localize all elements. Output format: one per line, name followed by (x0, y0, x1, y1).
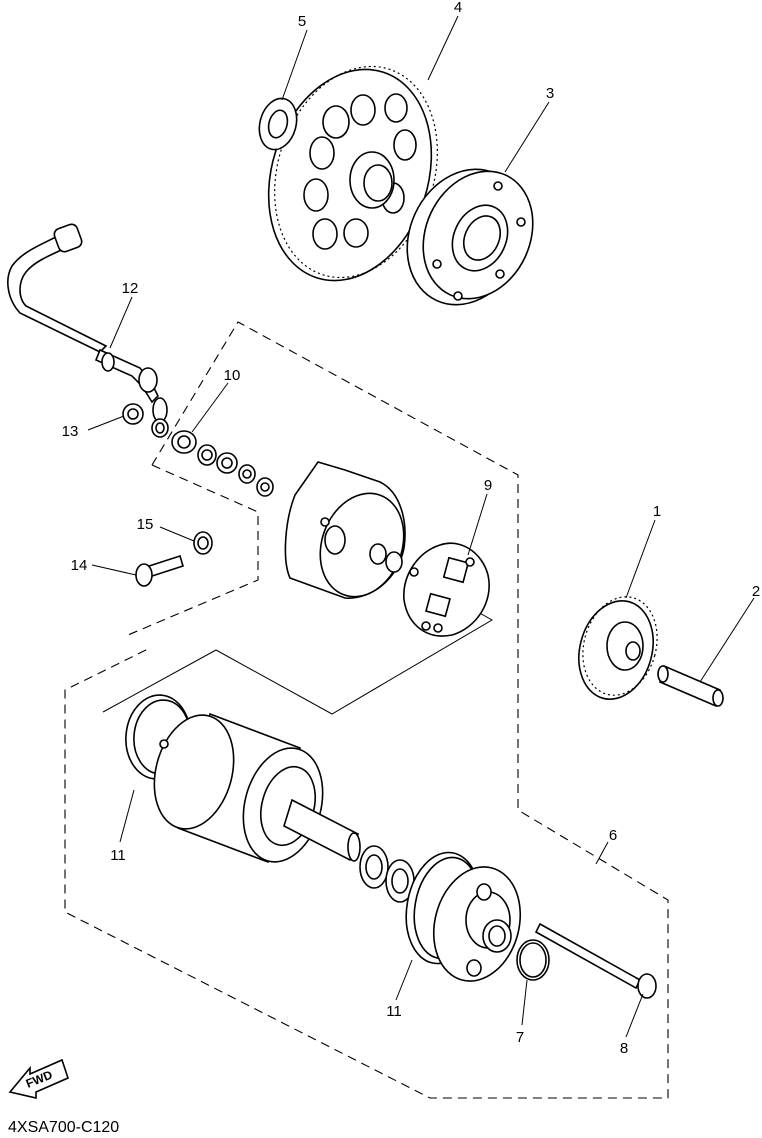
callout-12: 12 (122, 280, 139, 297)
callout-11-lower: 11 (386, 1003, 402, 1020)
starter-wheel-gear[interactable] (242, 45, 463, 302)
rear-cover[interactable] (421, 857, 532, 991)
callout-8: 8 (620, 1040, 628, 1057)
diagram-code: 4XSA700-C120 (8, 1119, 119, 1136)
callout-10: 10 (224, 367, 241, 384)
callout-9: 9 (484, 477, 492, 494)
idler-gear[interactable] (568, 588, 667, 707)
terminal-nut-washers[interactable] (171, 430, 274, 497)
callout-2: 2 (752, 583, 760, 600)
starter-clutch[interactable] (386, 150, 553, 324)
callout-3: 3 (546, 85, 554, 102)
assembly-outline (64, 321, 669, 1099)
fwd-arrow-icon: FWD (8, 1058, 69, 1100)
starter-cable[interactable] (7, 223, 169, 438)
brush-holder[interactable] (403, 542, 490, 637)
motor-yoke[interactable] (142, 706, 361, 871)
callout-5: 5 (298, 13, 306, 30)
callout-1: 1 (653, 503, 661, 520)
o-ring-15[interactable] (193, 531, 213, 555)
callout-15: 15 (137, 516, 154, 533)
callout-4: 4 (454, 0, 462, 16)
callout-7: 7 (516, 1029, 524, 1046)
shim-washers[interactable] (359, 845, 415, 903)
callout-13: 13 (62, 423, 79, 440)
long-bolt-8[interactable] (534, 922, 657, 999)
washer-5[interactable] (254, 94, 302, 154)
callout-6: 6 (609, 827, 617, 844)
callout-11-upper: 11 (110, 847, 126, 864)
callout-14: 14 (71, 557, 88, 574)
idler-shaft[interactable] (657, 664, 724, 708)
leader-lines (87, 15, 755, 1038)
front-cover[interactable] (284, 461, 417, 608)
bolt-14[interactable] (135, 554, 184, 587)
o-ring-7[interactable] (516, 939, 550, 981)
nut-13[interactable] (122, 403, 144, 425)
callout-labels: 5 4 3 12 13 10 15 14 9 1 2 6 11 11 7 8 (62, 0, 761, 1057)
